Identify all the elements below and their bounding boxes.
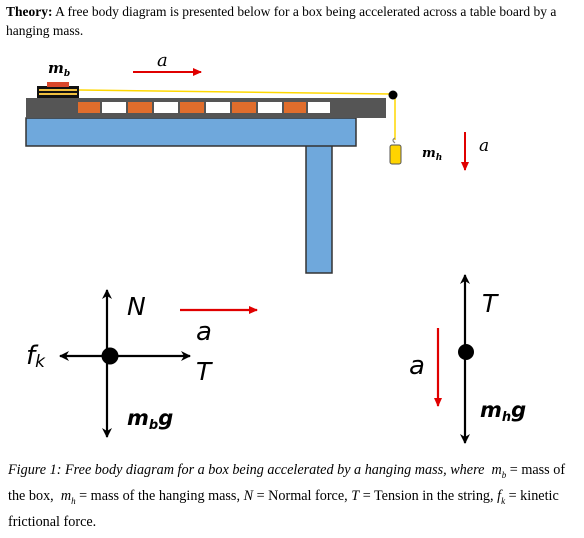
box-point — [101, 347, 119, 365]
hanging-point — [458, 344, 474, 360]
hanging-mass — [389, 144, 402, 165]
theory-paragraph: Theory: A free body diagram is presented… — [6, 2, 578, 40]
box-mb — [37, 82, 79, 98]
caption-t-desc: = Tension in the string, — [362, 487, 494, 504]
normal-label: N — [127, 292, 146, 321]
hanging-weight-label: mhg — [480, 398, 526, 425]
box-mass-label: mb — [48, 59, 70, 79]
figure-caption: Figure 1: Free body diagram for a box be… — [8, 460, 578, 533]
caption-mh: mh — [60, 487, 76, 506]
box-accel-label: a — [157, 50, 168, 71]
board-stripes — [78, 102, 330, 113]
caption-fk-desc: = kinetic frictional force. — [8, 487, 559, 530]
caption-t: T — [351, 487, 360, 504]
caption-n-desc: = Normal force, — [256, 487, 348, 504]
caption-mh-desc: = mass of the hanging mass, — [79, 487, 241, 504]
box-weight-label: mbg — [127, 406, 173, 433]
theory-text: A free body diagram is presented below f… — [6, 4, 557, 38]
hanging-tension-label: T — [482, 289, 499, 318]
tension-label: T — [196, 357, 213, 386]
caption-fk: fk — [497, 487, 506, 506]
fbd-hanging — [434, 274, 474, 444]
string — [78, 89, 392, 95]
hanging-fbd-accel-label: a — [409, 351, 425, 381]
hook — [392, 137, 396, 144]
box-fbd-accel-label: a — [196, 317, 212, 347]
table-setup — [25, 68, 469, 274]
table-leg — [305, 144, 333, 274]
theory-label: Theory: — [6, 4, 53, 19]
fbd-box — [59, 289, 258, 438]
table-top — [25, 117, 357, 147]
friction-label: fk — [26, 341, 46, 372]
caption-figure-text: Figure 1: Free body diagram for a box be… — [8, 462, 485, 478]
pulley — [388, 90, 398, 100]
hanging-accel-label: a — [479, 136, 489, 156]
caption-mb: mb — [491, 462, 507, 480]
caption-mb-desc: = mass of the box, — [8, 462, 566, 504]
hanging-mass-label: mh — [422, 146, 442, 163]
caption-n: N — [243, 487, 254, 504]
